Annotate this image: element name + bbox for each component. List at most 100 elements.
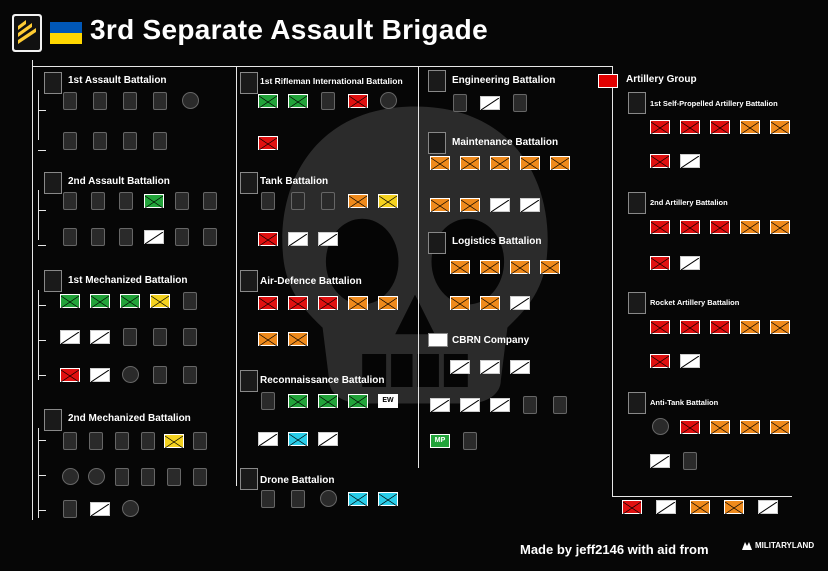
unit-symbol-icon xyxy=(144,230,164,245)
unit-symbol-icon xyxy=(480,96,500,111)
unit-patch-icon xyxy=(183,328,197,346)
unit-symbol-icon xyxy=(680,120,700,135)
unit-symbol-icon xyxy=(318,232,338,247)
unit-symbol-icon xyxy=(740,120,760,135)
unit-patch-icon xyxy=(291,490,305,508)
battalion-12-title: Logistics Battalion xyxy=(452,236,542,247)
unit-patch-icon xyxy=(203,192,217,210)
unit-patch-icon xyxy=(261,192,275,210)
unit-symbol-icon xyxy=(318,394,338,409)
unit-patch-icon xyxy=(122,366,139,383)
unit-symbol-icon xyxy=(724,500,744,515)
unit-symbol-icon xyxy=(378,296,398,311)
connector-line xyxy=(38,90,39,140)
unit-patch-icon xyxy=(123,132,137,150)
battalion-6-title: Tank Battalion xyxy=(260,176,329,187)
unit-symbol-icon xyxy=(450,296,470,311)
unit-patch-icon xyxy=(63,432,77,450)
brigade-insignia-icon xyxy=(12,14,42,52)
unit-symbol-icon xyxy=(710,220,730,235)
unit-symbol-icon xyxy=(288,94,308,109)
unit-patch-icon xyxy=(91,192,105,210)
unit-patch-icon xyxy=(193,432,207,450)
unit-patch-icon xyxy=(153,366,167,384)
unit-symbol-icon xyxy=(650,354,670,369)
unit-symbol-icon xyxy=(348,194,368,209)
unit-patch-icon xyxy=(167,468,181,486)
unit-symbol-icon xyxy=(480,360,500,375)
unit-patch-icon xyxy=(63,228,77,246)
unit-symbol-icon xyxy=(770,420,790,435)
unit-patch-icon xyxy=(123,328,137,346)
unit-symbol-icon xyxy=(710,320,730,335)
unit-symbol-icon xyxy=(650,454,670,469)
unit-symbol-icon xyxy=(378,492,398,507)
unit-symbol-icon xyxy=(288,394,308,409)
unit-symbol-icon xyxy=(288,232,308,247)
unit-patch-icon xyxy=(553,396,567,414)
unit-symbol-icon xyxy=(378,194,398,209)
unit-symbol-icon xyxy=(258,432,278,447)
battalion-3-title: 1st Mechanized Battalion xyxy=(68,275,188,286)
unit-symbol-icon xyxy=(60,330,80,345)
unit-symbol-icon xyxy=(144,194,164,209)
battalion-13-insignia-icon xyxy=(428,333,448,347)
unit-symbol-icon xyxy=(680,354,700,369)
unit-symbol-icon xyxy=(622,500,642,515)
unit-patch-icon xyxy=(321,92,335,110)
militaryland-logo: MILITARYLAND xyxy=(742,540,814,550)
unit-patch-icon xyxy=(122,500,139,517)
unit-symbol-icon xyxy=(288,332,308,347)
unit-symbol-icon xyxy=(680,154,700,169)
unit-symbol-icon xyxy=(480,260,500,275)
unit-patch-icon xyxy=(320,490,337,507)
unit-patch-icon xyxy=(261,392,275,410)
unit-symbol-icon xyxy=(430,198,450,213)
unit-symbol-icon xyxy=(740,320,760,335)
unit-patch-icon xyxy=(115,432,129,450)
unit-symbol-icon xyxy=(510,296,530,311)
battalion-5-title: 1st Rifleman International Battalion xyxy=(260,76,403,86)
unit-patch-icon xyxy=(380,92,397,109)
unit-patch-icon xyxy=(261,490,275,508)
unit-symbol-icon xyxy=(258,296,278,311)
connector-line xyxy=(38,440,46,441)
unit-symbol-icon xyxy=(710,120,730,135)
battalion-4-insignia-icon xyxy=(44,409,62,431)
unit-patch-icon xyxy=(119,228,133,246)
battalion-15-insignia-icon xyxy=(628,92,646,114)
unit-symbol-icon xyxy=(258,136,278,151)
unit-patch-icon xyxy=(523,396,537,414)
unit-patch-icon xyxy=(183,366,197,384)
unit-patch-icon xyxy=(141,468,155,486)
unit-symbol-icon xyxy=(460,398,480,413)
connector-line xyxy=(38,340,46,341)
unit-patch-icon xyxy=(115,468,129,486)
unit-symbol-icon xyxy=(450,260,470,275)
connector-line xyxy=(38,510,46,511)
unit-symbol-icon xyxy=(650,120,670,135)
unit-patch-icon xyxy=(153,328,167,346)
battalion-5-insignia-icon xyxy=(240,72,258,94)
unit-patch-icon xyxy=(291,192,305,210)
unit-symbol-icon xyxy=(258,232,278,247)
unit-symbol-icon xyxy=(650,220,670,235)
battalion-18-title: Anti-Tank Battalion xyxy=(650,398,719,407)
battalion-10-insignia-icon xyxy=(428,70,446,92)
credit-text: Made by jeff2146 with aid from xyxy=(520,542,709,557)
connector-line xyxy=(38,150,46,151)
battalion-1-title: 1st Assault Battalion xyxy=(68,75,167,86)
unit-patch-icon xyxy=(93,92,107,110)
unit-patch-icon xyxy=(123,92,137,110)
unit-symbol-icon xyxy=(60,368,80,383)
unit-patch-icon xyxy=(513,94,527,112)
battalion-3-insignia-icon xyxy=(44,270,62,292)
unit-symbol-icon xyxy=(540,260,560,275)
unit-symbol-icon xyxy=(490,398,510,413)
unit-patch-icon xyxy=(119,192,133,210)
battalion-1-insignia-icon xyxy=(44,72,62,94)
unit-patch-icon xyxy=(93,132,107,150)
battalion-17-title: Rocket Artillery Battalion xyxy=(650,298,740,307)
unit-symbol-icon xyxy=(490,156,510,171)
